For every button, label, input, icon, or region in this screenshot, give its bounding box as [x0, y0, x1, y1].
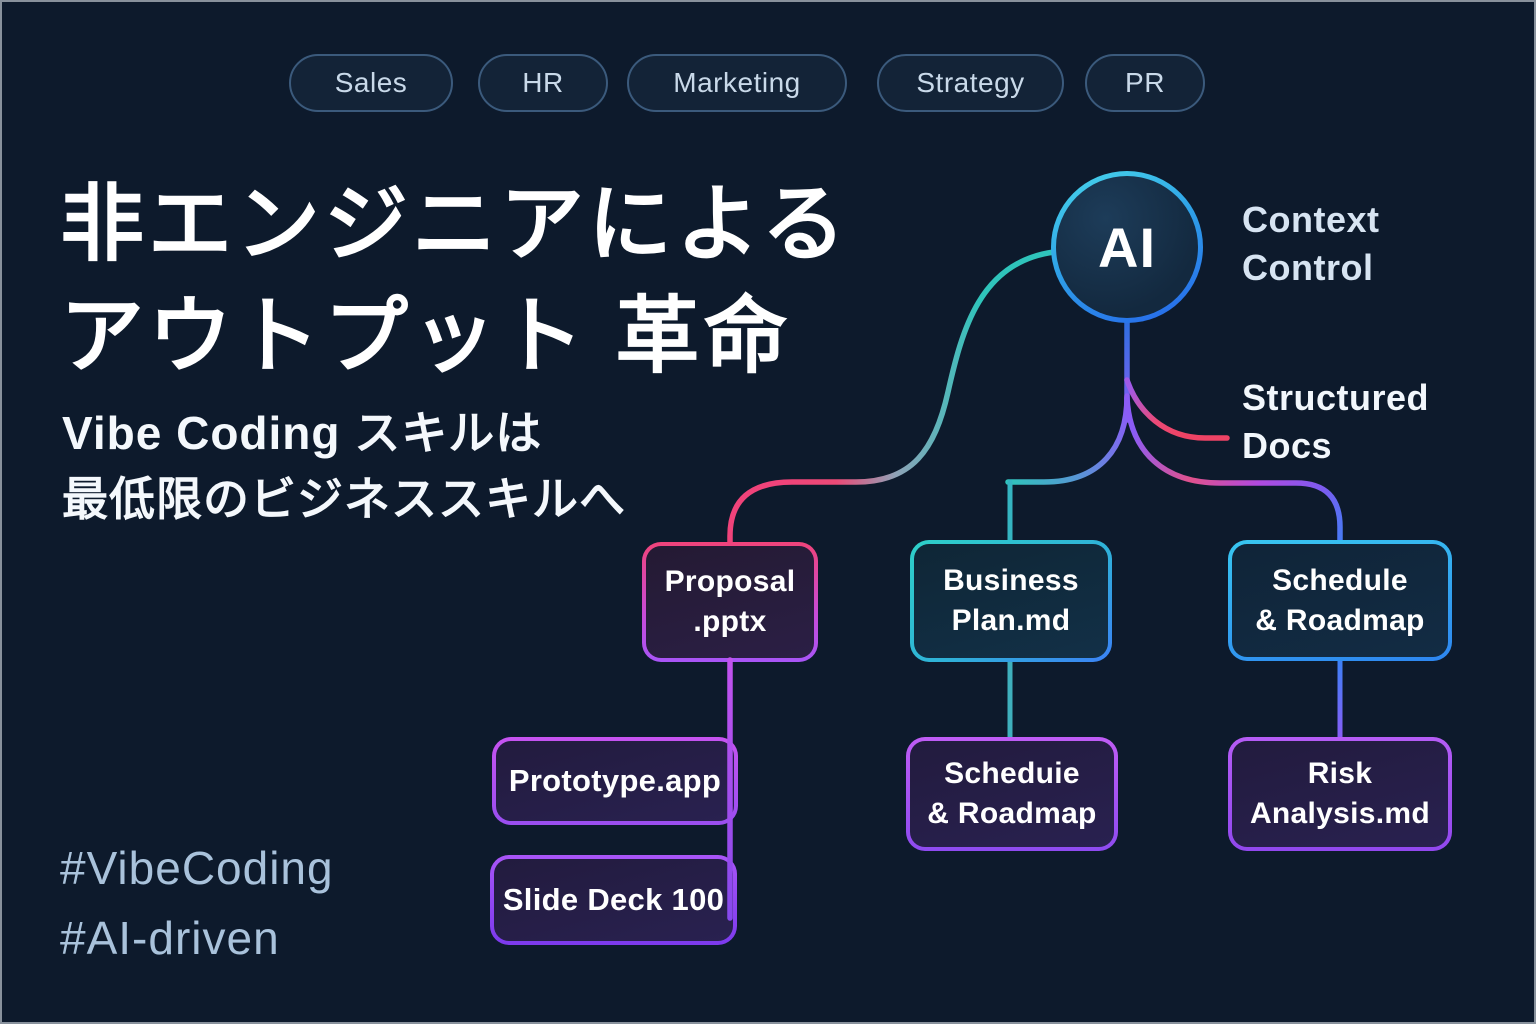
page-subtitle: Vibe Coding スキルは 最低限のビジネススキルへ	[62, 400, 626, 532]
tag-pill-marketing: Marketing	[627, 54, 847, 112]
context-control-line-2: Control	[1242, 247, 1374, 288]
annotation-structured-docs: Structured Docs	[1242, 374, 1429, 470]
structured-docs-line-2: Docs	[1242, 425, 1333, 466]
connector-trunk-to-bus	[1005, 393, 1130, 485]
subtitle-line-1: Vibe Coding スキルは	[62, 407, 543, 459]
ai-root-label: AI	[1056, 176, 1198, 318]
tag-pill-strategy: Strategy	[877, 54, 1064, 112]
hashtag-ai-driven: #AI-driven	[60, 912, 280, 964]
title-line-1: 非エンジニアによる	[60, 177, 850, 271]
page-title: 非エンジニアによる アウトプット 革命	[60, 168, 849, 392]
node-scheduie-roadmap: Scheduie & Roadmap	[906, 737, 1118, 851]
scheduie-roadmap-line-1: Scheduie	[944, 757, 1080, 790]
tag-pill-pr: PR	[1085, 54, 1205, 112]
business-plan-line-1: Business	[943, 564, 1079, 597]
subtitle-line-2: 最低限のビジネススキルへ	[62, 473, 626, 525]
title-line-2: アウトプット 革命	[60, 289, 792, 383]
ai-root-node: AI	[1051, 171, 1203, 323]
schedule-roadmap-line-2: & Roadmap	[1255, 603, 1425, 637]
node-risk-analysis-md: Risk Analysis.md	[1228, 737, 1452, 851]
tag-pill-hr: HR	[478, 54, 608, 112]
risk-analysis-line-2: Analysis.md	[1249, 797, 1431, 830]
hashtag-vibecoding: #VibeCoding	[60, 842, 334, 894]
annotation-context-control: Context Control	[1242, 196, 1380, 292]
scheduie-roadmap-line-2: & Roadmap	[927, 797, 1097, 830]
context-control-line-1: Context	[1242, 199, 1380, 240]
schedule-roadmap-line-1: Schedule	[1272, 563, 1408, 597]
node-prototype-app: Prototype.app	[492, 737, 738, 825]
slide-deck-label: Slide Deck 100	[494, 859, 733, 941]
prototype-label: Prototype.app	[496, 741, 734, 821]
business-plan-line-2: Plan.md	[951, 604, 1071, 637]
proposal-line-2: .pptx	[693, 605, 767, 638]
risk-analysis-line-1: Risk	[1307, 757, 1373, 790]
connector-structured-docs-spur	[1124, 377, 1230, 441]
node-business-plan-md: Business Plan.md	[910, 540, 1112, 662]
node-slide-deck-100: Slide Deck 100	[490, 855, 737, 945]
node-schedule-roadmap: Schedule & Roadmap	[1228, 540, 1452, 661]
structured-docs-line-1: Structured	[1242, 377, 1430, 418]
node-proposal-pptx: Proposal .pptx	[642, 542, 818, 662]
hashtags: #VibeCoding #AI-driven	[60, 833, 334, 973]
tag-pill-sales: Sales	[289, 54, 453, 112]
proposal-line-1: Proposal	[664, 565, 796, 598]
